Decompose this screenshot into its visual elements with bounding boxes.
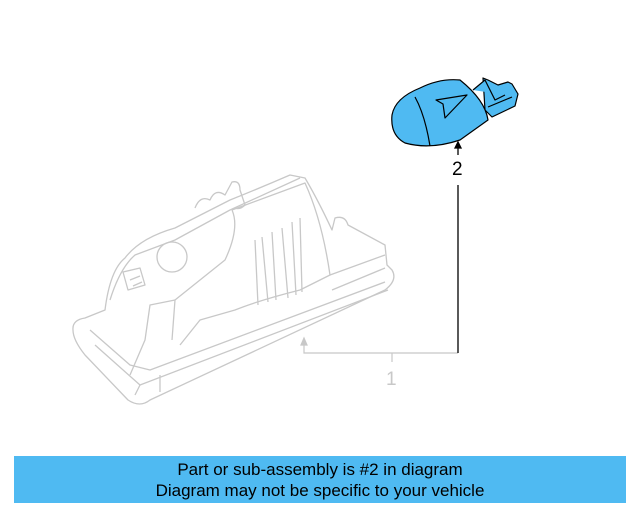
leader-line-1: [300, 336, 458, 362]
callout-1[interactable]: 1: [386, 369, 397, 390]
leader-line-2: [453, 140, 463, 353]
banner-line-2: Diagram may not be specific to your vehi…: [155, 481, 485, 500]
housing-part-1: [72, 174, 395, 405]
callout-2[interactable]: 2: [452, 159, 463, 180]
banner-line-1: Part or sub-assembly is #2 in diagram: [177, 460, 463, 479]
bulb-part-2: [391, 77, 519, 147]
info-banner: Part or sub-assembly is #2 in diagram Di…: [14, 456, 626, 503]
